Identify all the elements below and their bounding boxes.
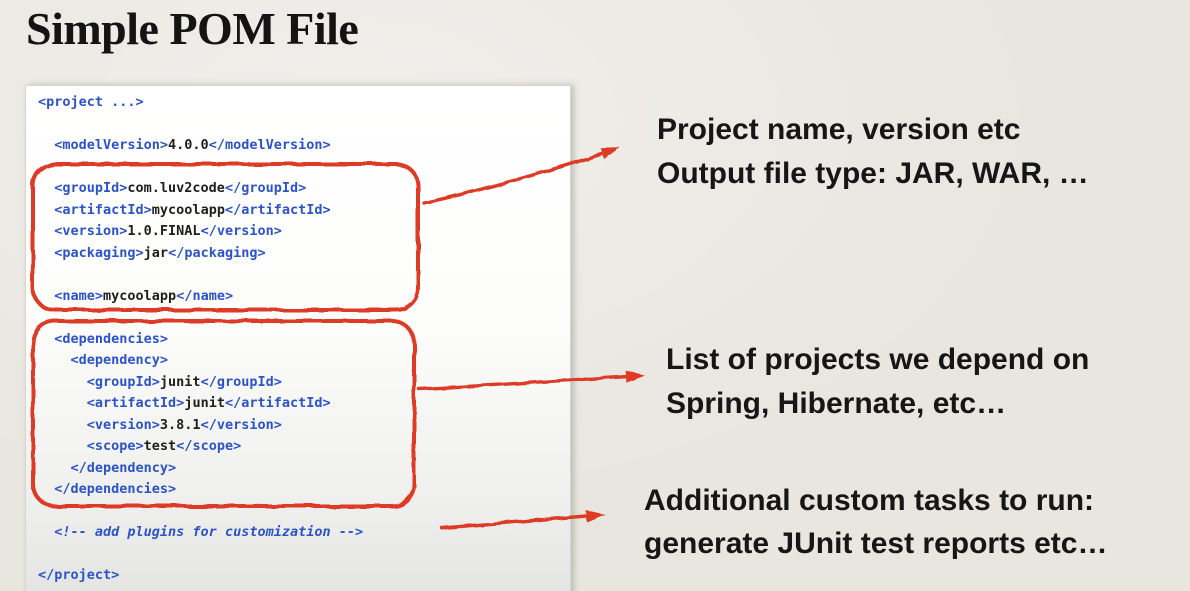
code-segment-tag: <version> (38, 223, 128, 239)
annotation-line: Spring, Hibernate, etc… (666, 387, 1007, 420)
code-segment-tag: </project> (38, 567, 120, 583)
code-segment-tag: <modelVersion> (38, 137, 169, 153)
code-line: <groupId>junit</groupId> (38, 372, 570, 394)
code-segment-tag: </version> (200, 416, 282, 433)
code-segment-text: mycoolapp (151, 201, 225, 218)
code-block: <project ...> <modelVersion>4.0.0</model… (26, 86, 570, 587)
code-segment-tag: </packaging> (168, 244, 266, 261)
code-segment-text: 4.0.0 (168, 137, 209, 153)
code-segment-text: test (143, 438, 177, 454)
code-line: <packaging>jar</packaging> (38, 243, 570, 265)
code-line: </project> (38, 565, 570, 587)
code-line: <artifactId>junit</artifactId> (38, 393, 570, 415)
code-segment-text: jar (143, 244, 169, 261)
annotation-dependencies: List of projects we depend on Spring, Hi… (666, 338, 1089, 426)
code-line: <version>1.0.FINAL</version> (38, 221, 570, 243)
code-segment-tag: <groupId> (38, 373, 160, 390)
annotation-line: Output file type: JAR, WAR, … (657, 157, 1089, 190)
code-segment-tag: </artifactId> (224, 201, 331, 218)
code-line: </dependency> (38, 458, 570, 480)
code-segment-tag: <packaging> (38, 244, 144, 261)
code-line: <scope>test</scope> (38, 436, 570, 458)
annotation-line: List of projects we depend on (666, 343, 1090, 376)
code-segment-tag: <groupId> (38, 180, 128, 196)
code-segment-tag: <dependency> (38, 352, 169, 368)
code-segment-tag: </scope> (176, 438, 242, 454)
code-segment-text: mycoolapp (103, 287, 177, 304)
code-line (38, 114, 570, 136)
code-line (38, 307, 570, 329)
code-line (38, 544, 570, 566)
annotation-line: Project name, version etc (657, 113, 1021, 146)
code-segment-tag: <artifactId> (38, 395, 185, 411)
code-segment-text: 1.0.FINAL (127, 223, 201, 239)
code-segment-tag: </name> (176, 287, 234, 304)
code-line: <!-- add plugins for customization --> (38, 522, 570, 544)
code-line: <dependencies> (38, 329, 570, 351)
code-segment-tag: </groupId> (200, 373, 282, 390)
code-segment-tag: <project ...> (38, 94, 144, 110)
code-segment-tag: <version> (38, 416, 160, 433)
annotation-plugins: Additional custom tasks to run: generate… (644, 479, 1107, 565)
code-line (38, 157, 570, 179)
annotation-line: Additional custom tasks to run: (644, 484, 1095, 517)
code-segment-tag: <scope> (38, 438, 144, 454)
code-line: <project ...> (38, 92, 570, 114)
code-line: <version>3.8.1</version> (38, 415, 570, 437)
code-line (38, 264, 570, 286)
code-segment-text: junit (159, 373, 201, 390)
code-line: </dependencies> (38, 479, 570, 501)
code-panel: <project ...> <modelVersion>4.0.0</model… (25, 85, 571, 591)
code-segment-tag: </groupId> (224, 180, 307, 196)
code-line: <dependency> (38, 350, 570, 372)
code-line: <groupId>com.luv2code</groupId> (38, 178, 570, 200)
code-segment-text: com.luv2code (127, 180, 225, 196)
slide-title: Simple POM File (26, 3, 359, 54)
code-line: <name>mycoolapp</name> (38, 286, 570, 308)
code-line: <artifactId>mycoolapp</artifactId> (38, 200, 570, 222)
code-segment-tag: <name> (38, 287, 104, 304)
code-segment-tag: <artifactId> (38, 201, 152, 218)
code-segment-text: junit (184, 395, 225, 411)
code-segment-tag: </dependencies> (38, 481, 177, 497)
code-segment-tag: </modelVersion> (208, 137, 331, 153)
annotation-line: generate JUnit test reports etc… (644, 527, 1108, 560)
code-segment-tag: <dependencies> (38, 330, 169, 347)
code-segment-tag: </artifactId> (224, 395, 331, 411)
code-line: <modelVersion>4.0.0</modelVersion> (38, 135, 570, 157)
code-segment-tag: </version> (200, 223, 282, 239)
annotation-project-info: Project name, version etc Output file ty… (657, 108, 1089, 196)
code-segment-comment: <!-- add plugins for customization --> (38, 524, 364, 540)
code-segment-tag: </dependency> (38, 459, 177, 476)
code-segment-text: 3.8.1 (159, 416, 201, 433)
code-line (38, 501, 570, 523)
